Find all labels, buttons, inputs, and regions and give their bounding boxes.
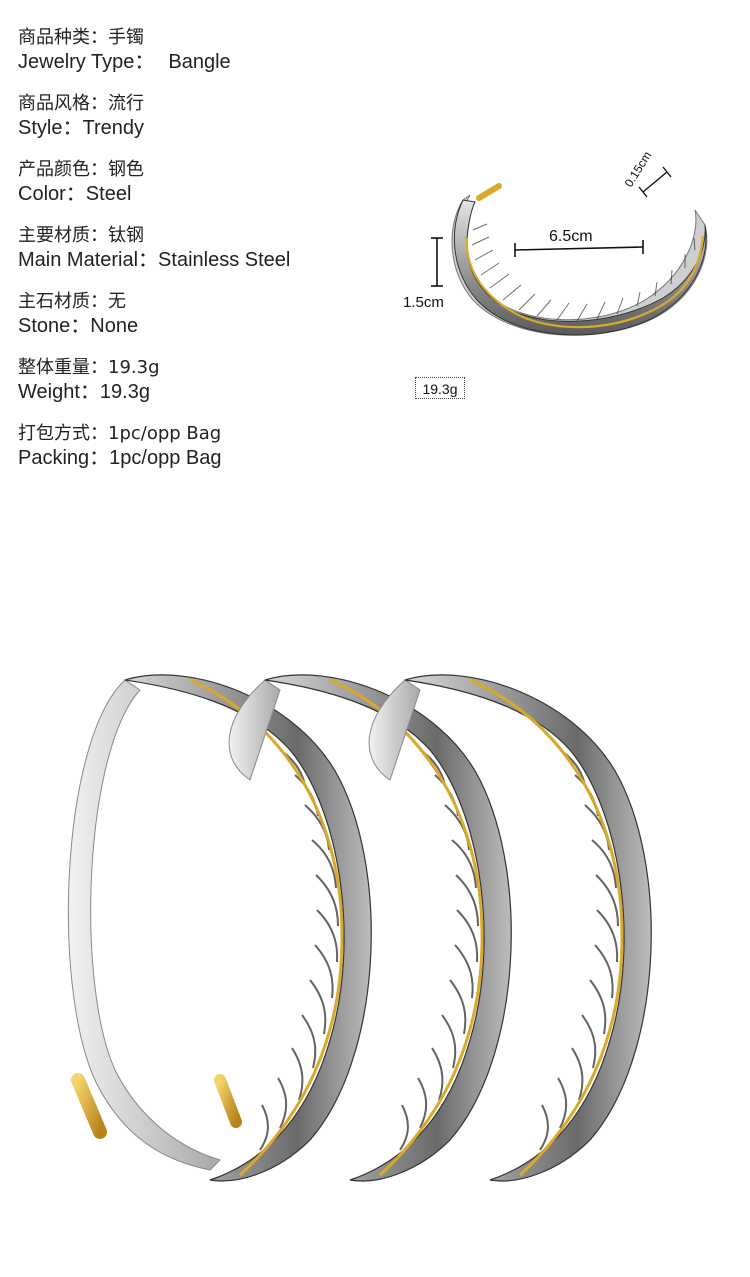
bangle-gold-line: [465, 235, 705, 329]
spec-item-stone: 主石材质：无 Stone：None: [18, 290, 378, 338]
bangle-feather-band: [124, 674, 372, 1182]
spec-en-label: Stone：: [18, 315, 91, 337]
spec-en-label: Style：: [18, 117, 83, 139]
bangle-gold-tip: [476, 183, 502, 201]
bangle-inner-surface: [451, 194, 708, 336]
spec-list: 商品种类：手镯 Jewelry Type： Bangle 商品风格：流行 Styl…: [18, 26, 378, 488]
spec-zh-value: 手镯: [108, 27, 144, 48]
spec-zh-label: 商品风格：: [18, 93, 108, 114]
spec-en-label: Color：: [18, 183, 86, 205]
spec-en-value: Stainless Steel: [158, 249, 291, 271]
spec-zh-value: 钛钢: [108, 225, 144, 246]
width-dimension-label: 6.5cm: [549, 228, 593, 245]
product-photo: [67, 674, 652, 1182]
spec-zh-label: 整体重量：: [18, 357, 108, 378]
bangle-back: [368, 674, 652, 1182]
bangle-inner-surface: [67, 679, 221, 1171]
bangle-inner-surface: [228, 679, 281, 781]
spec-en-value: 19.3g: [99, 381, 150, 403]
spec-en-value: 1pc/opp Bag: [109, 447, 222, 469]
thickness-dimension-label: 0.15cm: [622, 149, 655, 190]
spec-en-value: Steel: [85, 183, 132, 205]
bangle-front: [67, 674, 372, 1182]
spec-en-value: Bangle: [168, 51, 231, 73]
spec-zh-value: 1pc/opp Bag: [108, 423, 222, 444]
spec-zh-label: 产品颜色：: [18, 159, 108, 180]
spec-item-weight: 整体重量：19.3g Weight：19.3g: [18, 356, 378, 404]
bangle-inner-surface: [368, 679, 421, 781]
spec-item-main-material: 主要材质：钛钢 Main Material：Stainless Steel: [18, 224, 378, 272]
spec-item-packing: 打包方式：1pc/opp Bag Packing：1pc/opp Bag: [18, 422, 378, 470]
spec-zh-label: 打包方式：: [18, 423, 108, 444]
spec-zh-label: 主要材质：: [18, 225, 108, 246]
spec-en-label: Packing：: [18, 447, 110, 469]
feather-texture: [471, 223, 696, 322]
spec-zh-label: 主石材质：: [18, 291, 108, 312]
bangle-feather-band: [264, 674, 512, 1182]
spec-en-label: Weight：: [18, 381, 100, 403]
spec-en-value: Trendy: [82, 117, 144, 139]
spec-zh-value: 流行: [108, 93, 144, 114]
thickness-dimension-line: [642, 171, 668, 193]
spec-en-value: None: [90, 315, 139, 337]
bangle-gold-line: [469, 678, 624, 1177]
spec-zh-value: 无: [108, 291, 126, 312]
spec-item-color: 产品颜色：钢色 Color：Steel: [18, 158, 378, 206]
bangle-gold-tip: [71, 1073, 107, 1139]
spec-item-style: 商品风格：流行 Style：Trendy: [18, 92, 378, 140]
spec-item-jewelry-type: 商品种类：手镯 Jewelry Type： Bangle: [18, 26, 378, 74]
bangle-dimension-figure: 6.5cm 1.5cm 0.15cm: [403, 149, 708, 336]
height-dimension-label: 1.5cm: [403, 294, 444, 311]
bangle-feather-band: [404, 674, 652, 1182]
spec-zh-label: 商品种类：: [18, 27, 108, 48]
spec-en-label: Jewelry Type：: [18, 51, 155, 73]
weight-badge: 19.3g: [415, 377, 465, 399]
bangle-gold-tip: [214, 1074, 242, 1128]
spec-zh-value: 钢色: [108, 159, 144, 180]
width-dimension-line: [514, 246, 644, 251]
spec-zh-value: 19.3g: [108, 357, 160, 378]
spec-en-label: Main Material：: [18, 249, 159, 271]
